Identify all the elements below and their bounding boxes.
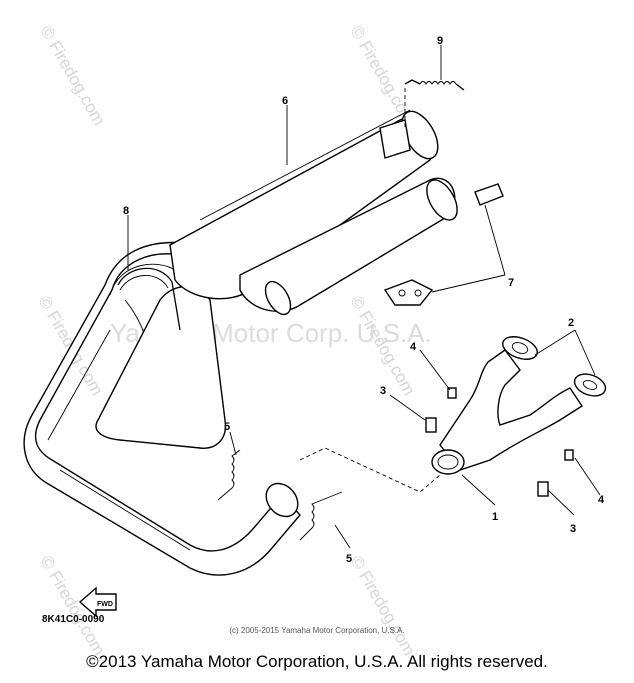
bolts <box>425 387 574 497</box>
exhaust-pipe <box>23 241 301 576</box>
spring-top <box>404 79 465 130</box>
part-label-3: 3 <box>570 523 576 535</box>
muffler-bracket <box>379 119 504 306</box>
part-label-5: 5 <box>224 421 230 433</box>
part-label-7: 7 <box>508 277 514 289</box>
part-label-2: 2 <box>568 317 574 329</box>
part-label-3: 3 <box>380 385 386 397</box>
washer-icon <box>564 449 574 461</box>
heat-shield-band <box>117 267 181 331</box>
muffler <box>169 109 458 316</box>
part-label-5: 5 <box>346 553 352 565</box>
leader-lines <box>127 45 601 549</box>
copyright-small: (c) 2005-2015 Yamaha Motor Corporation, … <box>229 626 405 635</box>
part-label-4: 4 <box>598 494 605 506</box>
part-label-1: 1 <box>492 511 498 523</box>
washer-icon <box>447 387 457 399</box>
part-label-9: 9 <box>437 35 443 47</box>
part-label-6: 6 <box>282 95 288 107</box>
bolt-icon <box>425 417 437 433</box>
part-label-4: 4 <box>410 341 417 353</box>
watermark-site: © Firedog.com <box>347 553 419 659</box>
part-labels: 6 8 9 7 2 4 3 4 3 1 5 5 <box>123 35 605 565</box>
bolt-icon <box>537 481 549 497</box>
exhaust-manifold <box>431 336 607 475</box>
forward-arrow-label: FWD <box>97 601 113 608</box>
copyright-main: ©2013 Yamaha Motor Corporation, U.S.A. A… <box>86 652 548 671</box>
part-label-8: 8 <box>123 205 129 217</box>
forward-arrow-icon: FWD <box>78 586 117 618</box>
watermark-site: © Firedog.com <box>37 23 109 129</box>
diagram-code: 8K41C0-0090 <box>42 614 105 625</box>
springs <box>217 449 343 541</box>
